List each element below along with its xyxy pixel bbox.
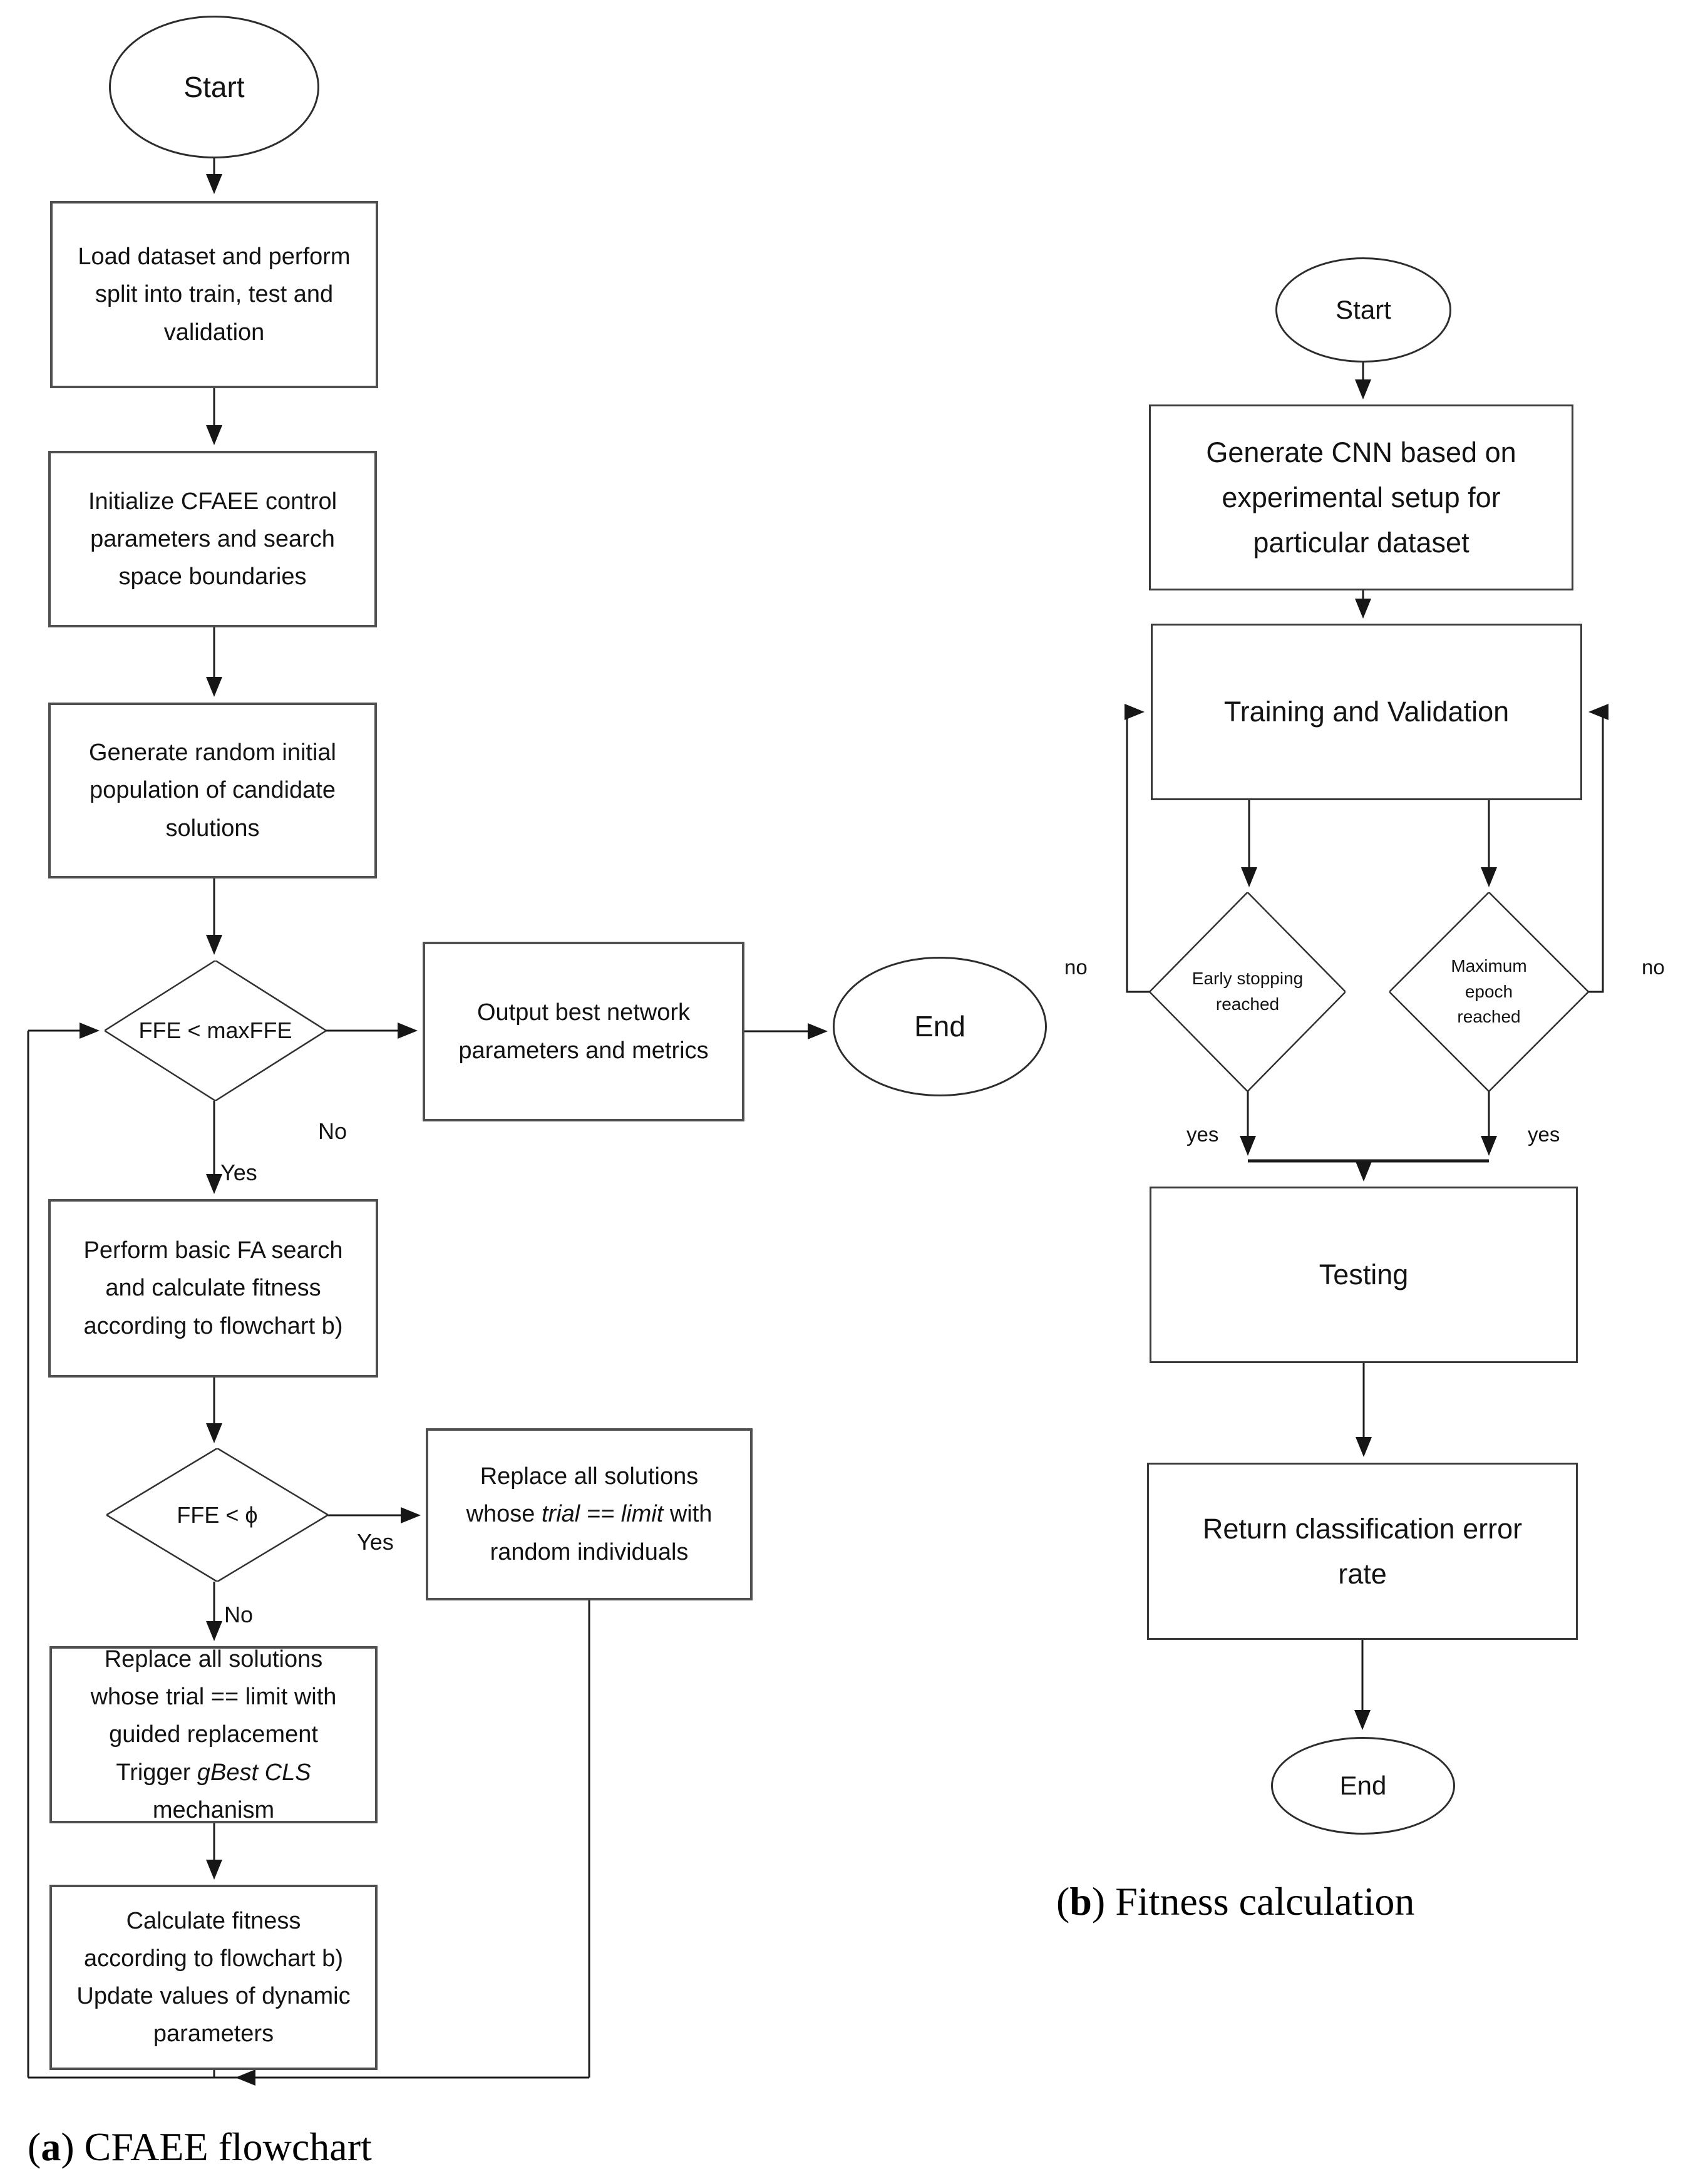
b-no-label-left: no [1064,956,1088,979]
b-training-label: Training and Validation [1223,696,1510,728]
a-start-label: Start [183,70,245,103]
a-replace-guided-box: Replace all solutions whose trial == lim… [49,1646,378,1823]
caption-b-open: ( [1056,1879,1070,1924]
b-max-epoch-label: Maximum epoch reached [1451,956,1527,1027]
b-testing-label: Testing [1319,1259,1409,1290]
b-testing-box: Testing [1150,1187,1578,1363]
b-early-stopping-decision: Early stopping reached [1150,892,1346,1091]
a-start-terminal: Start [109,16,319,158]
b-max-epoch-decision: Maximum epoch reached [1389,892,1588,1091]
caption-a-text: CFAEE flowchart [84,2125,372,2169]
a-fa-search-box: Perform basic FA search and calculate fi… [48,1199,378,1378]
a-replace-guided-part1: Replace all solutions whose trial == lim… [90,1646,337,1786]
edge-b-early-no-loop [1125,704,1150,993]
b-yes-label-left: yes [1186,1123,1219,1146]
b-return-error-box: Return classification error rate [1147,1463,1578,1640]
caption-b-close: ) [1091,1879,1116,1924]
b-early-stopping-diamond-shape [1150,892,1346,1091]
caption-b-letter: b [1069,1879,1092,1924]
a-init-params-box: Initialize CFAEE control parameters and … [48,451,377,627]
b-return-error-label: Return classification error rate [1202,1512,1523,1590]
a-load-dataset-label: Load dataset and perform split into trai… [78,244,351,346]
a-calc-fitness-box: Calculate fitness according to flowchart… [49,1885,378,2070]
a-ffe-phi-diamond-shape [106,1448,328,1582]
a-fa-search-label: Perform basic FA search and calculate fi… [83,1237,343,1339]
caption-a: (a) CFAEE flowchart [28,2124,372,2170]
a-end-label: End [914,1010,965,1043]
b-end-terminal: End [1271,1737,1455,1835]
caption-a-close: ) [61,2125,85,2169]
a-yes-label-1: Yes [220,1160,257,1185]
caption-b: (b) Fitness calculation [1056,1878,1414,1925]
b-training-box: Training and Validation [1151,624,1582,800]
a-replace-guided-part2: mechanism [152,1796,275,1823]
a-ffe-maxffe-decision: FFE < maxFFE [105,961,326,1101]
a-init-params-label: Initialize CFAEE control parameters and … [88,488,337,590]
a-replace-guided-label: Replace all solutions whose trial == lim… [91,1641,337,1828]
b-max-epoch-diamond-shape [1389,892,1588,1091]
a-replace-random-label: Replace all solutions whose trial == lim… [466,1458,713,1570]
a-replace-random-part2: with random individuals [490,1501,713,1565]
a-yes-label-2: Yes [357,1529,394,1555]
a-ffe-maxffe-label: FFE < maxFFE [138,1017,292,1043]
a-ffe-maxffe-diamond-shape [105,961,326,1101]
b-generate-cnn-label: Generate CNN based on experimental setup… [1206,436,1516,559]
a-replace-random-box: Replace all solutions whose trial == lim… [426,1428,753,1600]
b-end-label: End [1339,1770,1387,1800]
a-replace-random-part1: Replace all solutions whose [466,1463,699,1528]
a-no-label-1: No [318,1118,347,1144]
caption-a-open: ( [28,2125,41,2169]
a-output-best-label: Output best network parameters and metri… [458,999,709,1064]
a-ffe-phi-label: FFE < ϕ [177,1502,258,1528]
a-no-label-2: No [224,1602,254,1627]
edge-b-maxepoch-no-loop [1588,704,1608,993]
a-calc-fitness-label: Calculate fitness according to flowchart… [76,1907,351,2048]
b-start-terminal: Start [1275,257,1451,363]
caption-a-letter: a [41,2125,61,2169]
a-replace-random-emphasis: trial == limit [541,1501,664,1528]
a-end-terminal: End [833,957,1047,1096]
b-start-label: Start [1336,294,1391,324]
a-output-best-box: Output best network parameters and metri… [423,942,744,1121]
caption-b-text: Fitness calculation [1115,1879,1415,1924]
a-load-dataset-box: Load dataset and perform split into trai… [50,201,378,388]
b-early-stopping-label: Early stopping reached [1191,969,1304,1014]
a-gen-population-label: Generate random initial population of ca… [89,739,336,842]
a-gen-population-box: Generate random initial population of ca… [48,703,377,878]
a-ffe-phi-decision: FFE < ϕ [106,1448,328,1582]
b-no-label-right: no [1642,956,1665,979]
b-yes-label-right: yes [1528,1123,1560,1146]
a-replace-guided-emphasis: gBest CLS [197,1759,311,1786]
b-generate-cnn-box: Generate CNN based on experimental setup… [1149,404,1573,590]
